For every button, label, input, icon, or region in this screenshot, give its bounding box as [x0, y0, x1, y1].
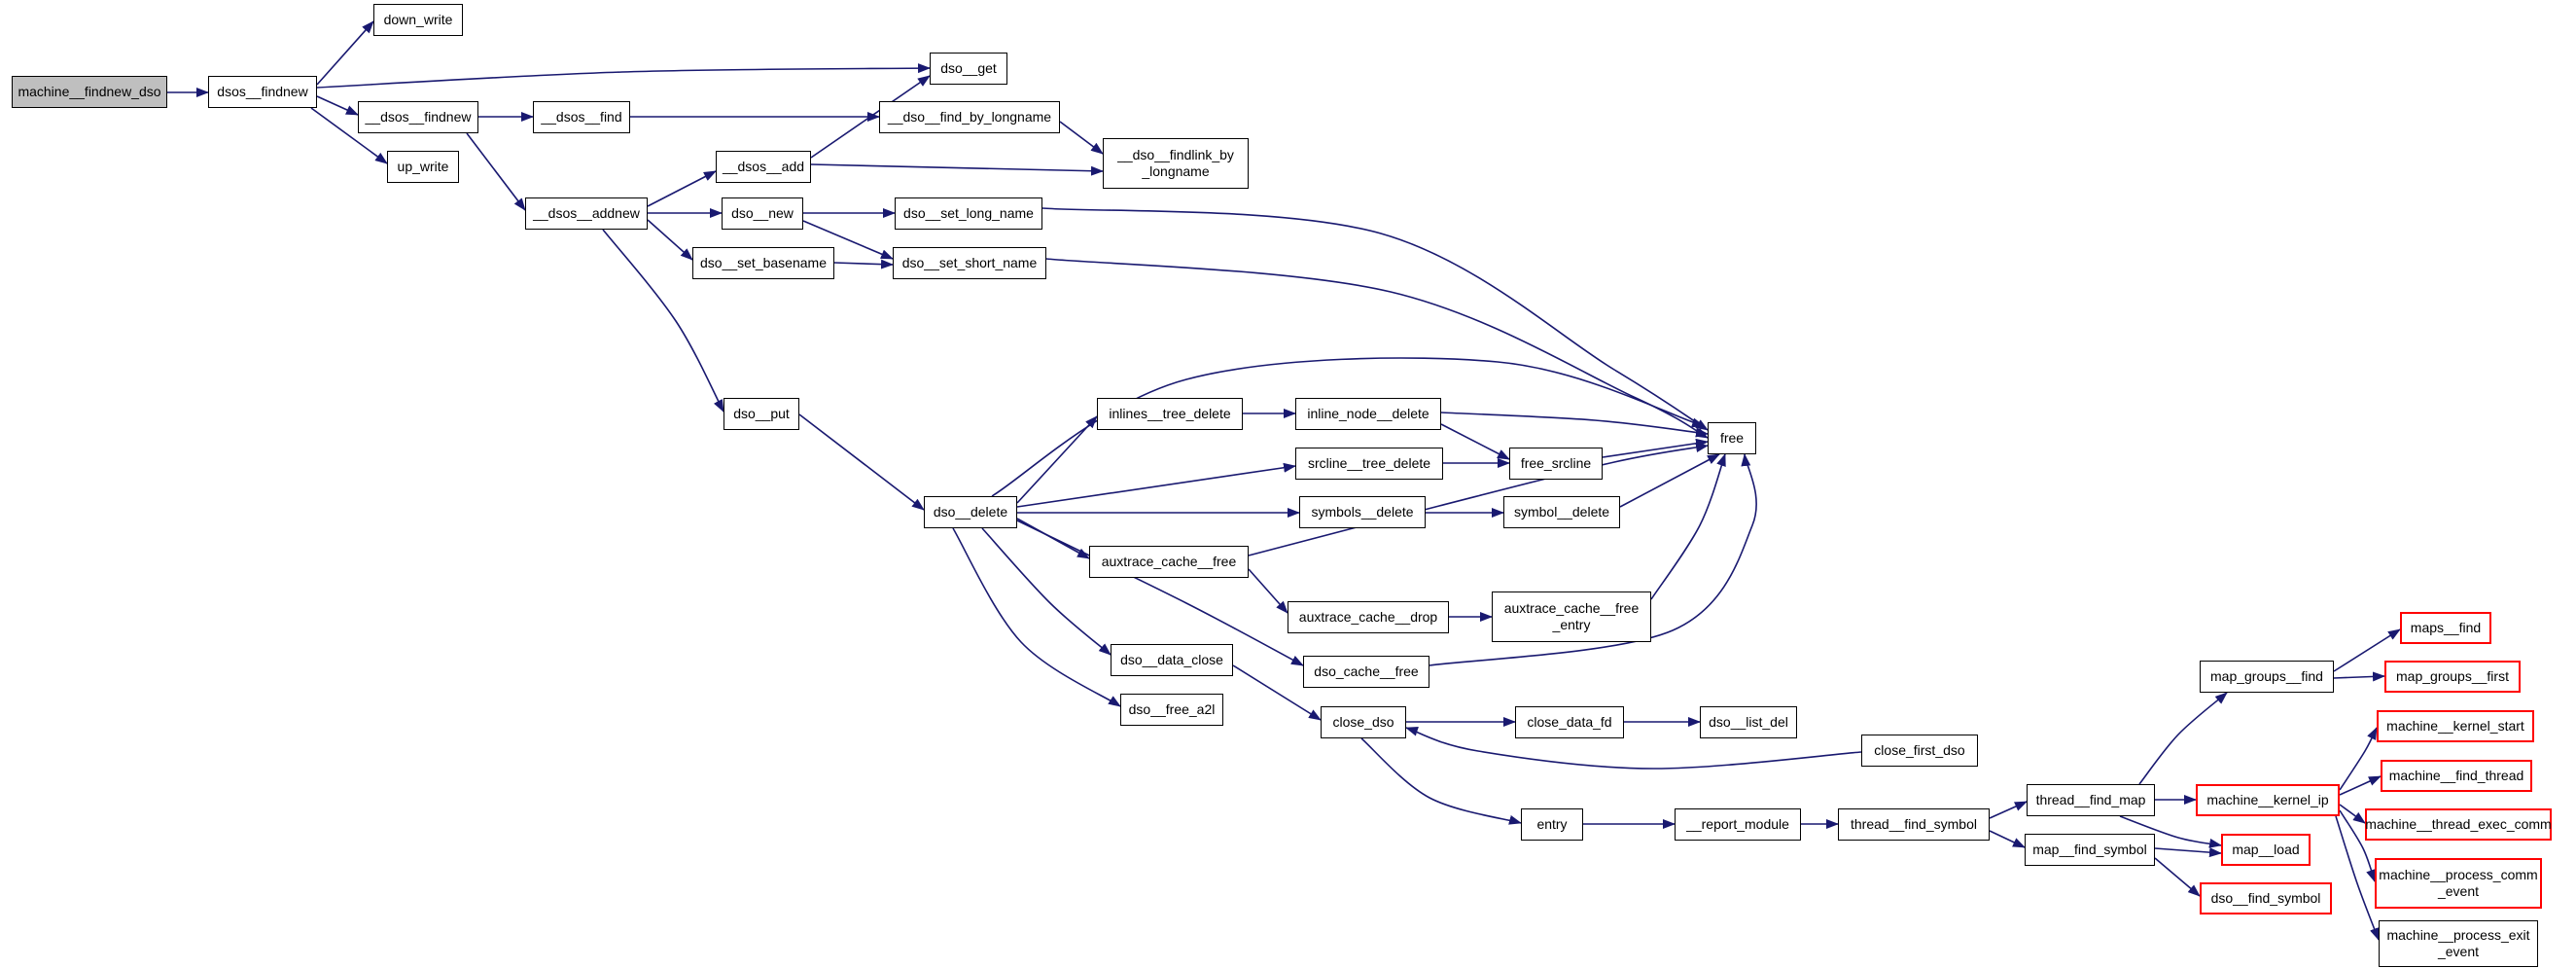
node-srcline__tree_delete[interactable]: srcline__tree_delete: [1295, 448, 1443, 480]
edge-thread__find_map--map_groups__find: [2138, 692, 2228, 785]
node-symbol__delete[interactable]: symbol__delete: [1503, 496, 1620, 528]
node-dso_cache__free[interactable]: dso_cache__free: [1303, 656, 1429, 688]
node-symbols__delete[interactable]: symbols__delete: [1299, 496, 1426, 528]
edge-thread__find_symbol--map__find_symbol: [1989, 830, 2026, 848]
node-dso__get[interactable]: dso__get: [930, 53, 1007, 85]
edge-dso__put--dso__delete: [798, 413, 925, 511]
node-machine__thread_exec_comm[interactable]: machine__thread_exec_comm: [2365, 808, 2552, 841]
node-free_srcline[interactable]: free_srcline: [1509, 448, 1603, 480]
edge-__dsos__findnew--__dsos__addnew: [466, 132, 526, 211]
node-maps__find[interactable]: maps__find: [2400, 612, 2491, 644]
edge-close_dso--entry: [1360, 737, 1522, 825]
edge-dso__delete--inlines__tree_delete: [1016, 415, 1098, 504]
node-dso__list_del[interactable]: dso__list_del: [1700, 706, 1797, 738]
edge-thread__find_symbol--thread__find_map: [1989, 801, 2028, 819]
node-auxtrace_cache__free[interactable]: auxtrace_cache__free: [1089, 546, 1249, 578]
node-dso__free_a2l[interactable]: dso__free_a2l: [1120, 694, 1223, 726]
node-dso__delete[interactable]: dso__delete: [924, 496, 1017, 528]
node-dso__new[interactable]: dso__new: [722, 197, 803, 230]
node-dso__find_symbol[interactable]: dso__find_symbol: [2200, 882, 2332, 914]
edge-machine__kernel_ip--machine__find_thread: [2339, 775, 2382, 796]
node-dso__data_close[interactable]: dso__data_close: [1111, 644, 1233, 676]
edge-map__find_symbol--dso__find_symbol: [2154, 857, 2201, 897]
node-machine__find_thread[interactable]: machine__find_thread: [2381, 760, 2532, 792]
node-__dsos__addnew[interactable]: __dsos__addnew: [525, 197, 648, 230]
edge-__dsos__add--__dso__findlink_by_longname: [810, 163, 1104, 176]
node-auxtrace_cache__drop[interactable]: auxtrace_cache__drop: [1288, 601, 1449, 633]
node-map_groups__first[interactable]: map_groups__first: [2384, 661, 2521, 693]
node-machine__findnew_dso: machine__findnew_dso: [12, 76, 167, 108]
edge-dso__delete--auxtrace_cache__free: [1016, 518, 1090, 559]
node-close_data_fd[interactable]: close_data_fd: [1515, 706, 1624, 738]
node-down_write[interactable]: down_write: [373, 4, 463, 36]
node-__dsos__findnew[interactable]: __dsos__findnew: [358, 101, 478, 133]
node-map__find_symbol[interactable]: map__find_symbol: [2025, 834, 2155, 866]
edge-__dsos__addnew--__dsos__add: [647, 170, 717, 207]
node-dso__put[interactable]: dso__put: [723, 398, 799, 430]
node-dso__set_short_name[interactable]: dso__set_short_name: [893, 247, 1046, 279]
edge-map_groups__find--map_groups__first: [2333, 671, 2385, 682]
edge-free_srcline--free: [1602, 438, 1709, 458]
node-dsos__findnew[interactable]: dsos__findnew: [208, 76, 317, 108]
edge-__dso__find_by_longname--__dso__findlink_by_longname: [1059, 121, 1104, 155]
node-thread__find_symbol[interactable]: thread__find_symbol: [1838, 808, 1990, 841]
edge-__dsos__addnew--dso__set_basename: [647, 219, 693, 261]
edge-inline_node__delete--free_srcline: [1440, 423, 1510, 460]
node-auxtrace_cache__free_entry[interactable]: auxtrace_cache__free _entry: [1492, 592, 1651, 642]
node-dso__set_basename[interactable]: dso__set_basename: [692, 247, 834, 279]
node-machine__kernel_start[interactable]: machine__kernel_start: [2377, 710, 2534, 742]
node-dso__set_long_name[interactable]: dso__set_long_name: [895, 197, 1042, 230]
edge-auxtrace_cache__free_entry--free: [1650, 453, 1726, 600]
node-machine__process_exit_event[interactable]: machine__process_exit _event: [2379, 920, 2538, 967]
edge-auxtrace_cache__free--auxtrace_cache__drop: [1248, 568, 1288, 614]
node-inline_node__delete[interactable]: inline_node__delete: [1295, 398, 1441, 430]
node-machine__kernel_ip[interactable]: machine__kernel_ip: [2196, 784, 2340, 816]
node-free[interactable]: free: [1708, 422, 1756, 454]
node-entry[interactable]: entry: [1521, 808, 1583, 841]
edge-dso__set_long_name--free: [1041, 207, 1709, 431]
edge-machine__kernel_ip--machine__kernel_start: [2339, 727, 2378, 791]
node-__dsos__add[interactable]: __dsos__add: [716, 151, 811, 183]
node-__dso__findlink_by_longname[interactable]: __dso__findlink_by _longname: [1103, 138, 1249, 189]
node-__dsos__find[interactable]: __dsos__find: [533, 101, 630, 133]
edge-map__find_symbol--map__load: [2154, 847, 2222, 858]
edge-inline_node__delete--free: [1440, 412, 1709, 438]
node-thread__find_map[interactable]: thread__find_map: [2027, 784, 2155, 816]
node-close_dso[interactable]: close_dso: [1321, 706, 1406, 738]
node-map__load[interactable]: map__load: [2221, 834, 2311, 866]
edge-dsos__findnew--__dsos__findnew: [316, 95, 359, 116]
edge-dsos__findnew--dso__get: [316, 63, 931, 89]
node-__dso__find_by_longname[interactable]: __dso__find_by_longname: [879, 101, 1060, 133]
edge-symbol__delete--free: [1619, 453, 1720, 508]
node-close_first_dso[interactable]: close_first_dso: [1861, 735, 1978, 767]
edge-dso__delete--srcline__tree_delete: [1016, 462, 1296, 508]
node-up_write[interactable]: up_write: [387, 151, 459, 183]
edge-machine__kernel_ip--machine__thread_exec_comm: [2339, 804, 2366, 824]
node-inlines__tree_delete[interactable]: inlines__tree_delete: [1097, 398, 1243, 430]
edge-dsos__findnew--down_write: [316, 20, 374, 86]
node-__report_module[interactable]: __report_module: [1675, 808, 1801, 841]
node-machine__process_comm_event[interactable]: machine__process_comm _event: [2375, 858, 2542, 909]
node-map_groups__find[interactable]: map_groups__find: [2200, 661, 2334, 693]
edge-dso__set_basename--dso__set_short_name: [833, 259, 894, 269]
